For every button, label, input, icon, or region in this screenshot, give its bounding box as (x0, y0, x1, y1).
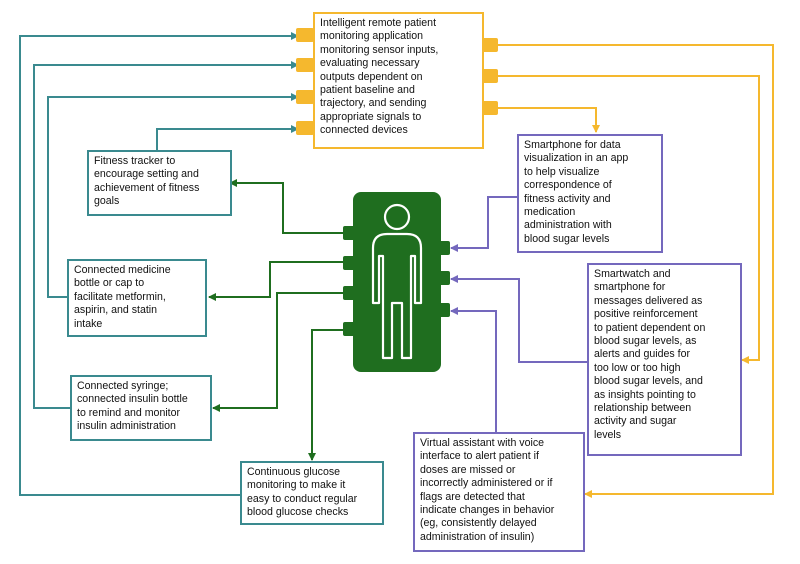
yellow-connector-smartwatch (497, 75, 760, 364)
green-connector-syringe (212, 292, 343, 412)
purple-connector-assistant (450, 307, 497, 432)
central-device (343, 192, 450, 372)
teal-connector-medicine (47, 93, 299, 298)
connected-syringe-box: Connected syringe; connected insulin bot… (70, 375, 212, 441)
virtual-assistant-box: Virtual assistant with voice interface t… (413, 432, 585, 552)
yellow-connector-smartphone (497, 107, 600, 133)
app-input-ports (296, 28, 314, 135)
green-connector-glucose (308, 329, 343, 461)
medicine-bottle-box: Connected medicine bottle or cap to faci… (67, 259, 207, 337)
purple-connector-smartphone (450, 196, 517, 252)
teal-connector-fitness (156, 125, 299, 150)
yellow-connector-assistant (497, 44, 774, 498)
green-connector-medicine (208, 261, 343, 301)
human-figure-icon (371, 203, 423, 360)
app-output-ports (481, 38, 498, 115)
smartwatch-box: Smartwatch and smartphone for messages d… (587, 263, 742, 456)
glucose-monitoring-box: Continuous glucose monitoring to make it… (240, 461, 384, 525)
teal-connector-syringe (33, 61, 299, 409)
purple-connector-smartwatch (450, 275, 587, 363)
monitoring-application-box: Intelligent remote patient monitoring ap… (313, 12, 484, 149)
smartphone-box: Smartphone for data visualization in an … (517, 134, 663, 253)
green-connector-fitness (229, 179, 343, 234)
teal-connector-glucose (19, 32, 299, 496)
fitness-tracker-box: Fitness tracker to encourage setting and… (87, 150, 232, 216)
